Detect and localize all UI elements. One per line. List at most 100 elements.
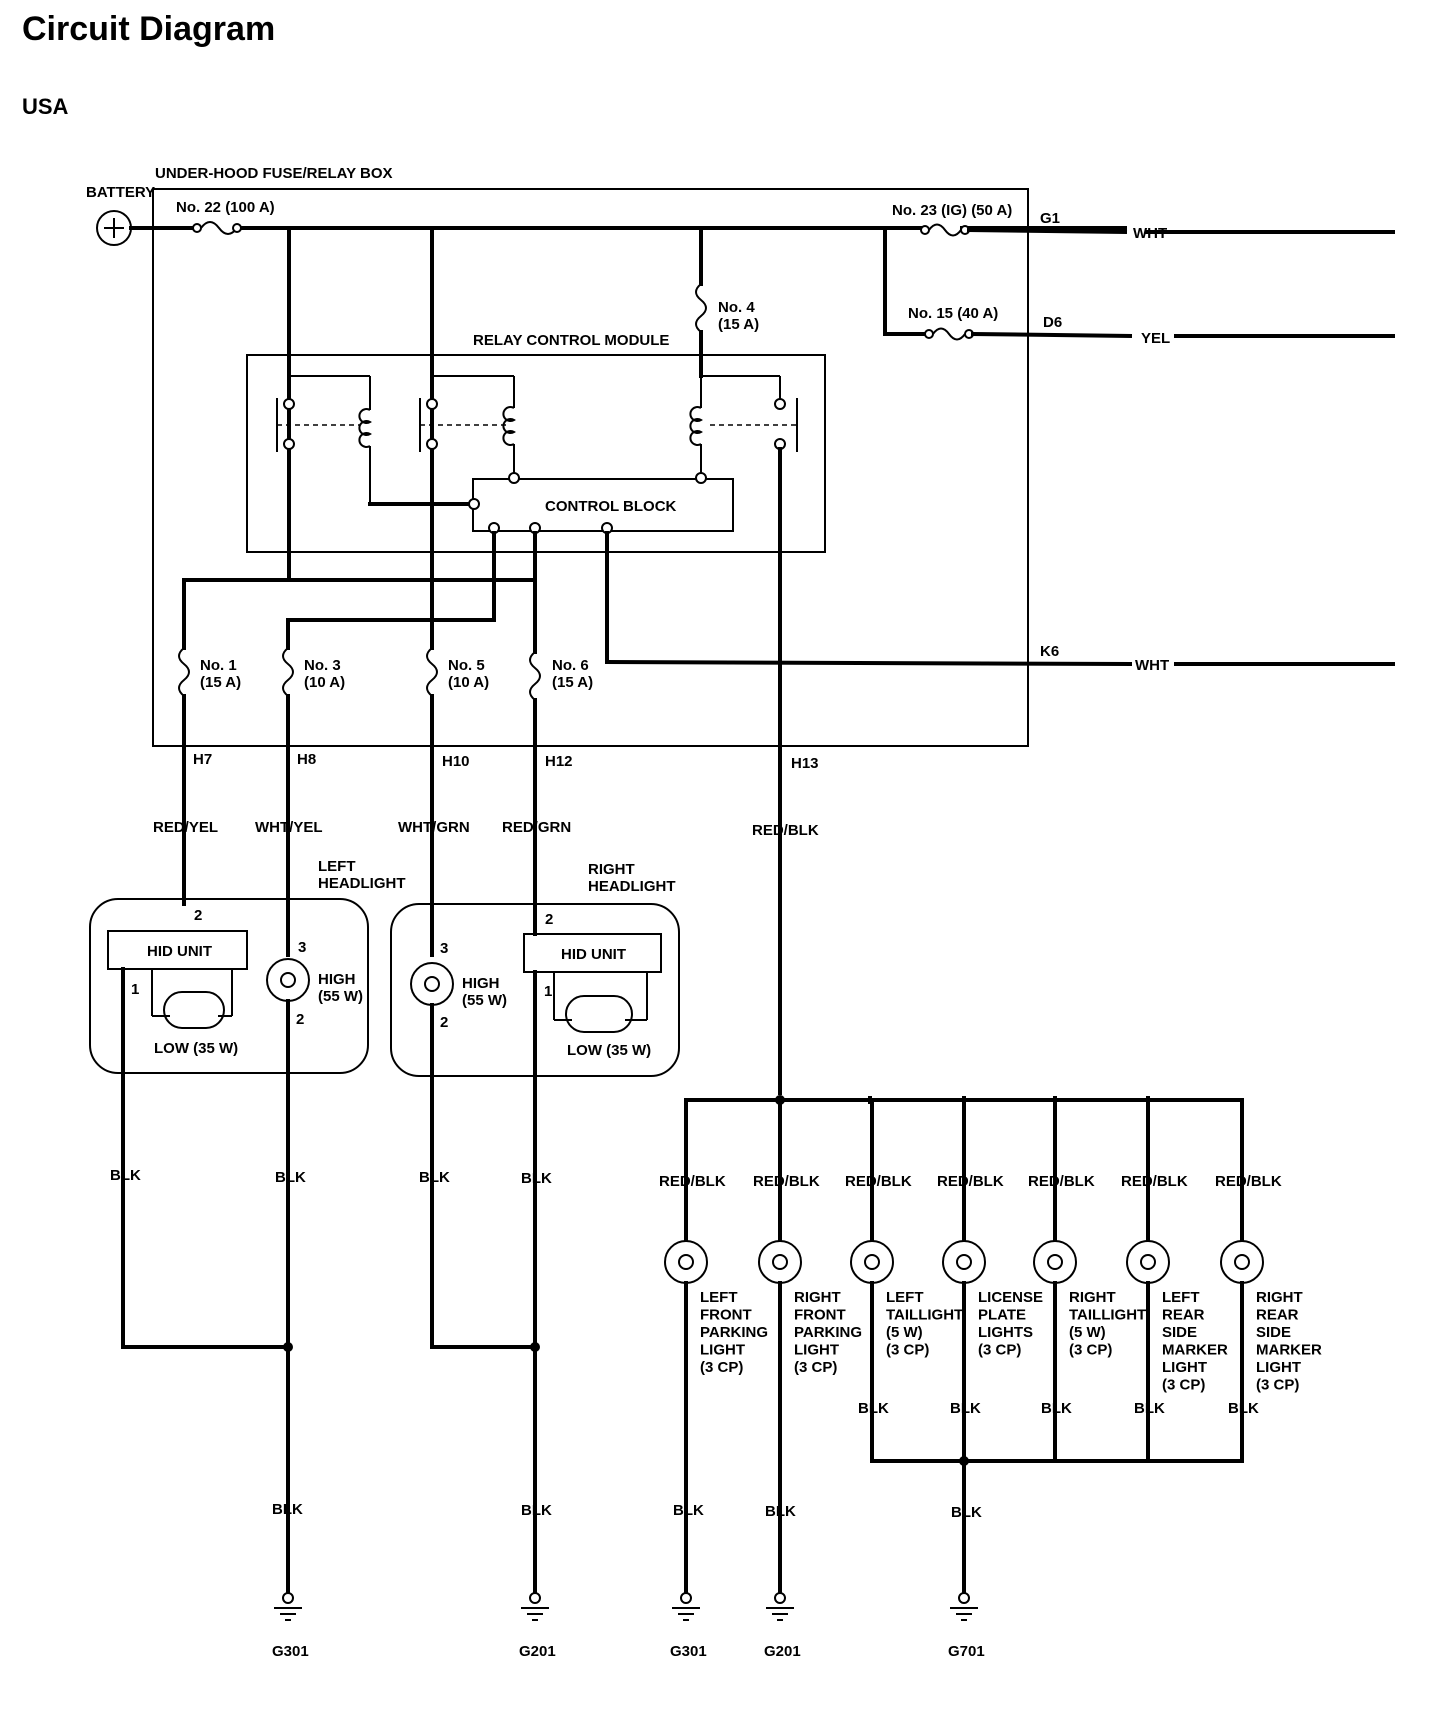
right-headlight-label-1: RIGHT xyxy=(588,861,635,878)
relay-1 xyxy=(276,226,480,582)
wire-blk-3: BLK xyxy=(419,1169,450,1186)
fuse-no23-label: No. 23 (IG) (50 A) xyxy=(892,202,1012,219)
fuse-no4-name: No. 4 xyxy=(718,299,755,316)
fuse-no1-rating: (15 A) xyxy=(200,674,241,691)
battery-label: BATTERY xyxy=(86,184,155,201)
battery-symbol xyxy=(96,210,132,246)
wire-blk-7: BLK xyxy=(673,1502,704,1519)
lamp-ground-wire: BLK xyxy=(950,1400,981,1417)
terminal-h13: H13 xyxy=(791,755,819,772)
right-pin-1: 1 xyxy=(544,983,552,1000)
ground-g201-icon: G201 xyxy=(764,1572,801,1660)
fuse-no6-name: No. 6 xyxy=(552,657,589,674)
fuse-no1 xyxy=(178,647,190,906)
lamp-label-line: (5 W) xyxy=(1069,1324,1106,1341)
wire-blk-1: BLK xyxy=(110,1167,141,1184)
lamp-ground-wire: BLK xyxy=(858,1400,889,1417)
page-title: Circuit Diagram xyxy=(22,10,275,48)
lamp-label-line: (3 CP) xyxy=(700,1359,743,1376)
left-pin-2-bottom: 2 xyxy=(296,1011,304,1028)
fuse-no4-rating: (15 A) xyxy=(718,316,759,333)
left-low-label: LOW (35 W) xyxy=(154,1040,238,1057)
left-pin-2-top: 2 xyxy=(194,907,202,924)
right-high-label-2: (55 W) xyxy=(462,992,507,1009)
left-headlight-label-2: HEADLIGHT xyxy=(318,875,406,892)
lamp-label-line: RIGHT xyxy=(1256,1289,1303,1306)
lamp-label-line: (3 CP) xyxy=(794,1359,837,1376)
control-block-outputs xyxy=(286,522,1395,667)
fuse-no4 xyxy=(695,226,707,378)
lamp-label-line: (3 CP) xyxy=(1256,1377,1299,1394)
lamp-wire-color: RED/BLK xyxy=(845,1173,912,1190)
lamp-bulb-icon xyxy=(1033,1240,1077,1284)
terminal-h8: H8 xyxy=(297,751,316,768)
fuse-no3 xyxy=(282,647,294,957)
relay-control-module-label: RELAY CONTROL MODULE xyxy=(473,332,669,349)
right-low-label: LOW (35 W) xyxy=(567,1042,651,1059)
right-low-beam-bulb xyxy=(565,995,633,1033)
lamp-wire-color: RED/BLK xyxy=(1028,1173,1095,1190)
terminal-h12: H12 xyxy=(545,753,573,770)
lamp-label-line: LIGHT xyxy=(1162,1359,1207,1376)
wire-d6-color: YEL xyxy=(1141,330,1170,347)
wire-blk-5: BLK xyxy=(272,1501,303,1518)
wire-h13-color: RED/BLK xyxy=(752,822,819,839)
lamp-wire-color: RED/BLK xyxy=(753,1173,820,1190)
ground-g701-icon: G701 xyxy=(948,1572,985,1660)
left-hid-unit xyxy=(107,930,248,970)
left-high-label-2: (55 W) xyxy=(318,988,363,1005)
fuse-no6 xyxy=(529,651,541,936)
relay-2 xyxy=(419,226,520,626)
lamp-wire-color: RED/BLK xyxy=(1121,1173,1188,1190)
lamp-label-line: LEFT xyxy=(1162,1289,1200,1306)
ground-g301-icon: G301 xyxy=(670,1572,707,1660)
wire-blk-8: BLK xyxy=(765,1503,796,1520)
fuse-no5 xyxy=(426,622,438,957)
left-low-beam-bulb xyxy=(163,991,225,1029)
lamp-wire-color: RED/BLK xyxy=(1215,1173,1282,1190)
control-block-label: CONTROL BLOCK xyxy=(545,498,677,515)
lamp-bulb-icon xyxy=(850,1240,894,1284)
lamp-label-line: LICENSE xyxy=(978,1289,1043,1306)
right-high-beam-bulb xyxy=(410,962,454,1006)
fuse-no15 xyxy=(883,226,1395,341)
lamp-ground-wire: BLK xyxy=(1134,1400,1165,1417)
lamp-label-line: (3 CP) xyxy=(886,1342,929,1359)
lamp-ground-wire: BLK xyxy=(1228,1400,1259,1417)
fuse-relay-box-outline xyxy=(152,188,1029,747)
fuse-relay-box-label: UNDER-HOOD FUSE/RELAY BOX xyxy=(155,165,393,182)
lamp-ground-wire: BLK xyxy=(1041,1400,1072,1417)
lamp-label-line: TAILLIGHT xyxy=(886,1307,963,1324)
lamp-bulb-icon xyxy=(758,1240,802,1284)
ground-g301-icon: G301 xyxy=(272,1572,309,1660)
wire-h8-color: WHT/YEL xyxy=(255,819,323,836)
main-bus xyxy=(129,226,1395,234)
ground-label: G201 xyxy=(519,1643,556,1660)
fuse-no22 xyxy=(192,221,242,235)
terminal-h7: H7 xyxy=(193,751,212,768)
fuse-no5-rating: (10 A) xyxy=(448,674,489,691)
right-headlight-label-2: HEADLIGHT xyxy=(588,878,676,895)
lamp-label-line: MARKER xyxy=(1162,1342,1228,1359)
lamp-wire-color: RED/BLK xyxy=(937,1173,1004,1190)
right-hid-unit xyxy=(523,933,662,973)
right-pin-3: 3 xyxy=(440,940,448,957)
fuse-no3-rating: (10 A) xyxy=(304,674,345,691)
terminal-d6: D6 xyxy=(1043,314,1062,331)
fuse-no3-name: No. 3 xyxy=(304,657,341,674)
fuse-no5-name: No. 5 xyxy=(448,657,485,674)
lamp-label-line: RIGHT xyxy=(1069,1289,1116,1306)
lamp-label-line: LIGHT xyxy=(700,1342,745,1359)
fuse-no1-name: No. 1 xyxy=(200,657,237,674)
lamp-label-line: PLATE xyxy=(978,1307,1026,1324)
lamp-label-line: (3 CP) xyxy=(978,1342,1021,1359)
lamp-bulb-icon xyxy=(1220,1240,1264,1284)
fuse-no15-label: No. 15 (40 A) xyxy=(908,305,998,322)
ground-label: G701 xyxy=(948,1643,985,1660)
